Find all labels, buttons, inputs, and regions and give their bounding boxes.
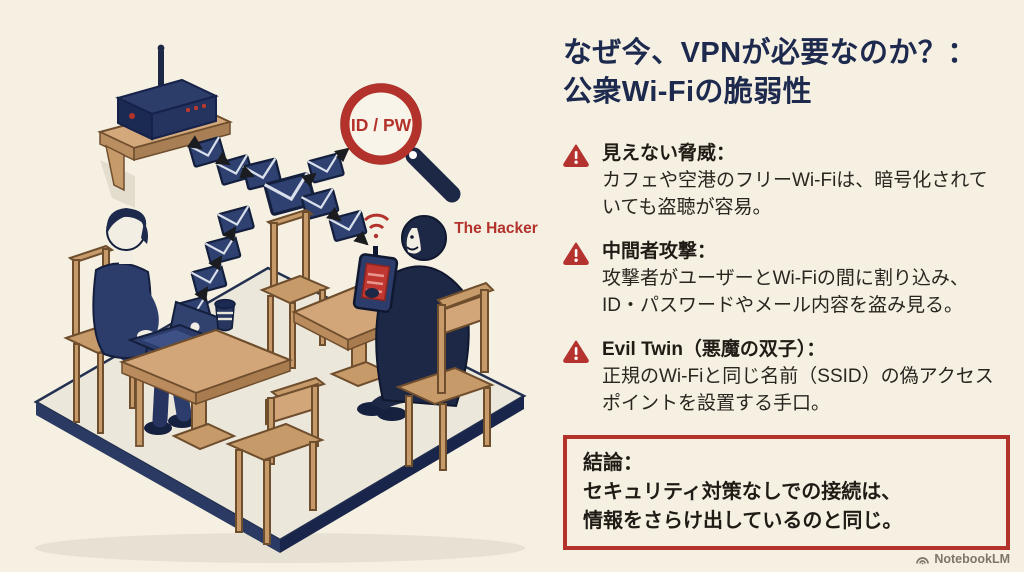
threat-list: 見えない脅威： カフェや空港のフリーWi-Fiは、暗号化されて いても盗聴が容易… xyxy=(563,141,1010,418)
threat-heading: 中間者攻撃： xyxy=(602,241,717,263)
magnifier-id-pw: ID / PW xyxy=(340,83,461,203)
wall-shelf xyxy=(97,104,233,208)
magnifier-label: ID / PW xyxy=(351,115,412,135)
content-panel: なぜ今、VPNが必要なのか？： 公衆Wi-Fiの脆弱性 見えない脅威： カフェや… xyxy=(563,0,1010,550)
sniffer-device xyxy=(352,213,399,313)
cafe-illustration: ID / PW xyxy=(33,44,538,563)
threat-heading: 見えない脅威： xyxy=(602,143,736,165)
conclusion-heading: 結論： xyxy=(583,451,643,474)
page-title: なぜ今、VPNが必要なのか？： 公衆Wi-Fiの脆弱性 xyxy=(563,37,977,108)
threat-body: 攻撃者がユーザーとWi-Fiの間に割り込み、 ID・パスワードやメール内容を盗み… xyxy=(602,268,969,316)
empty-chair xyxy=(225,376,327,545)
email-packet-stream xyxy=(175,135,369,336)
user-table xyxy=(118,328,294,451)
conclusion-body: セキュリティ対策なしでの接続は、 情報をさらけ出しているのと同じ。 xyxy=(583,480,903,532)
threat-heading: Evil Twin（悪魔の双子）： xyxy=(602,338,826,360)
warning-icon xyxy=(563,340,589,363)
notebooklm-brand: NotebookLM xyxy=(915,552,1010,566)
hacker-chair xyxy=(395,281,495,471)
threat-body: 正規のWi-Fiと同じ名前（SSID）の偽アクセス ポイントを設置する手口。 xyxy=(602,365,994,414)
warning-icon xyxy=(563,144,589,168)
flow-arrows xyxy=(175,135,369,336)
threat-item-invisible-threat: 見えない脅威： カフェや空港のフリーWi-Fiは、暗号化されて いても盗聴が容易… xyxy=(563,141,1010,222)
wifi-router xyxy=(115,44,219,141)
coffee-cup xyxy=(214,298,236,332)
conclusion-box: 結論： セキュリティ対策なしでの接続は、 情報をさらけ出しているのと同じ。 xyxy=(563,434,1010,550)
warning-icon xyxy=(563,242,589,266)
threat-item-mitm: 中間者攻撃： 攻撃者がユーザーとWi-Fiの間に割り込み、 ID・パスワードやメ… xyxy=(563,239,1010,320)
hacker-label: The Hacker xyxy=(454,220,538,237)
threat-item-evil-twin: Evil Twin（悪魔の双子）： 正規のWi-Fiと同じ名前（SSID）の偽ア… xyxy=(563,337,1010,418)
notebooklm-logo-icon xyxy=(916,556,930,564)
threat-body: カフェや空港のフリーWi-Fiは、暗号化されて いても盗聴が容易。 xyxy=(602,170,988,219)
brand-label: NotebookLM xyxy=(934,552,1010,566)
